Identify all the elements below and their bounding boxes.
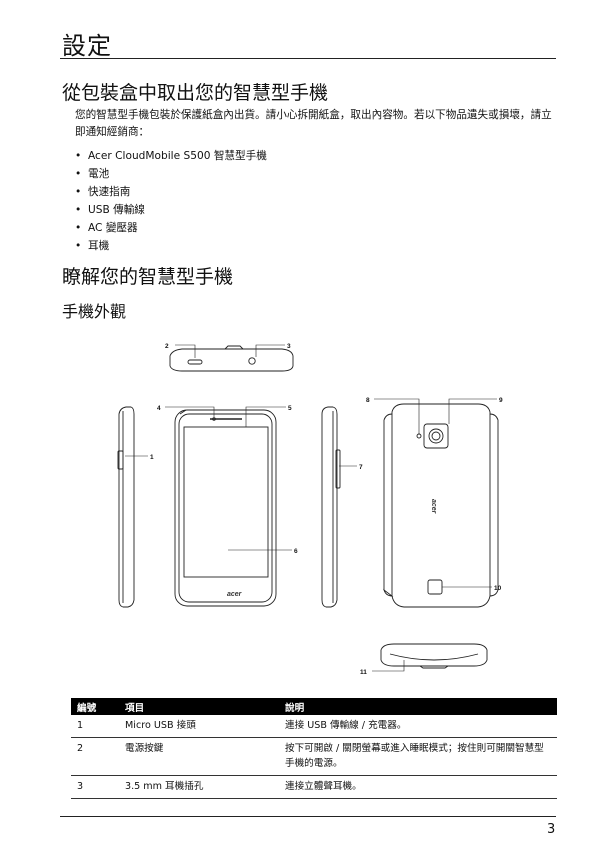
table-cell: 按下可開啟 / 關閉螢幕或進入睡眠模式；按住則可開關智慧型手機的電源。 bbox=[279, 737, 557, 776]
callout-7: 7 bbox=[359, 464, 363, 471]
table-cell: 1 bbox=[71, 715, 112, 738]
callout-11: 11 bbox=[360, 669, 367, 676]
phone-left-side bbox=[118, 406, 135, 608]
table-cell: 連接立體聲耳機。 bbox=[279, 775, 557, 799]
callout-10: 10 bbox=[494, 585, 502, 592]
list-item: AC 變壓器 bbox=[75, 219, 267, 237]
subheading-phone-views: 手機外觀 bbox=[62, 302, 127, 321]
phone-front bbox=[174, 409, 277, 607]
table-row: 2 電源按鍵 按下可開啟 / 關閉螢幕或進入睡眠模式；按住則可開關智慧型手機的電… bbox=[71, 737, 557, 776]
table-header-description: 說明 bbox=[279, 698, 557, 715]
table-header-item: 項目 bbox=[112, 698, 279, 715]
chapter-title: 設定 bbox=[62, 32, 112, 60]
table-row: 3 3.5 mm 耳機插孔 連接立體聲耳機。 bbox=[71, 775, 557, 799]
micro-usb-port bbox=[117, 450, 124, 470]
unboxing-paragraph: 您的智慧型手機包裝於保護紙盒內出貨。請小心拆開紙盒，取出內容物。若以下物品遺失或… bbox=[75, 109, 552, 138]
list-item: Acer CloudMobile S500 智慧型手機 bbox=[75, 147, 267, 165]
callout-6: 6 bbox=[294, 548, 298, 555]
flash bbox=[416, 433, 422, 439]
touchscreen bbox=[183, 426, 269, 578]
power-key bbox=[187, 359, 203, 365]
chapter-divider bbox=[60, 58, 556, 59]
phone-right-side bbox=[321, 406, 338, 608]
callout-2: 2 bbox=[165, 343, 169, 350]
table-cell: 3 bbox=[71, 775, 112, 799]
callout-8: 8 bbox=[366, 397, 370, 404]
table-cell: 電源按鍵 bbox=[112, 737, 279, 776]
callout-4: 4 bbox=[157, 405, 161, 412]
parts-table: 編號 項目 說明 1 Micro USB 接頭 連接 USB 傳輸線 / 充電器… bbox=[71, 698, 557, 799]
footer-divider bbox=[60, 816, 556, 817]
speaker-grille bbox=[427, 579, 443, 595]
phone-bottom-view bbox=[380, 643, 488, 667]
table-cell: 連接 USB 傳輸線 / 充電器。 bbox=[279, 715, 557, 738]
table-cell: 3.5 mm 耳機插孔 bbox=[112, 775, 279, 799]
table-header-number: 編號 bbox=[71, 698, 112, 715]
callout-3: 3 bbox=[287, 343, 291, 350]
package-contents-list: Acer CloudMobile S500 智慧型手機 電池 快速指南 USB … bbox=[75, 147, 267, 255]
list-item: 耳機 bbox=[75, 237, 267, 255]
table-cell: 2 bbox=[71, 737, 112, 776]
callout-1: 1 bbox=[150, 454, 154, 461]
section-heading-unboxing: 從包裝盒中取出您的智慧型手機 bbox=[62, 82, 329, 104]
table-cell: Micro USB 接頭 bbox=[112, 715, 279, 738]
headset-jack bbox=[248, 357, 256, 365]
phone-back bbox=[391, 403, 491, 608]
camera-module bbox=[423, 423, 449, 449]
table-row: 1 Micro USB 接頭 連接 USB 傳輸線 / 充電器。 bbox=[71, 715, 557, 738]
list-item: USB 傳輸線 bbox=[75, 201, 267, 219]
page-number: 3 bbox=[547, 822, 556, 837]
acer-logo-back: acer bbox=[430, 499, 437, 515]
list-item: 快速指南 bbox=[75, 183, 267, 201]
volume-key bbox=[335, 449, 341, 489]
callout-9: 9 bbox=[499, 397, 503, 404]
list-item: 電池 bbox=[75, 165, 267, 183]
acer-logo-front: acer bbox=[227, 591, 243, 598]
section-heading-know-phone: 瞭解您的智慧型手機 bbox=[62, 266, 234, 288]
phone-top-view bbox=[169, 348, 294, 372]
callout-5: 5 bbox=[288, 405, 292, 412]
